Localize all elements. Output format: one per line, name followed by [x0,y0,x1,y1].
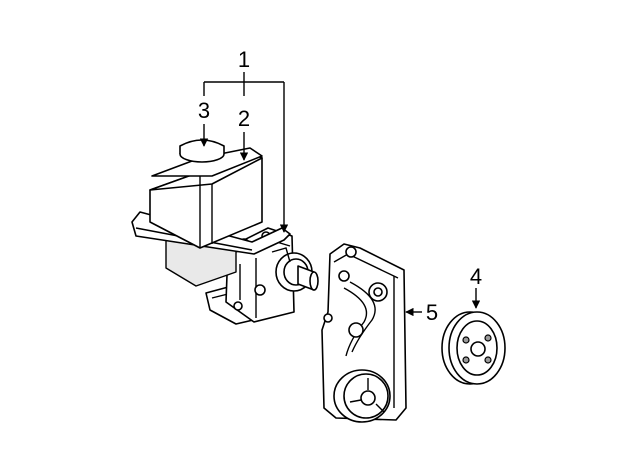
callout-3: 3 [198,98,210,123]
callout-5: 5 [426,300,438,325]
callout-1: 1 [238,47,250,72]
power-steering-pump-assembly[interactable] [131,139,319,325]
callout-4: 4 [470,264,482,289]
callout-2: 2 [238,106,250,131]
mounting-bracket-part-5[interactable] [321,243,407,423]
callout-1-leader [203,72,289,233]
pulley-part-4[interactable] [441,311,506,385]
